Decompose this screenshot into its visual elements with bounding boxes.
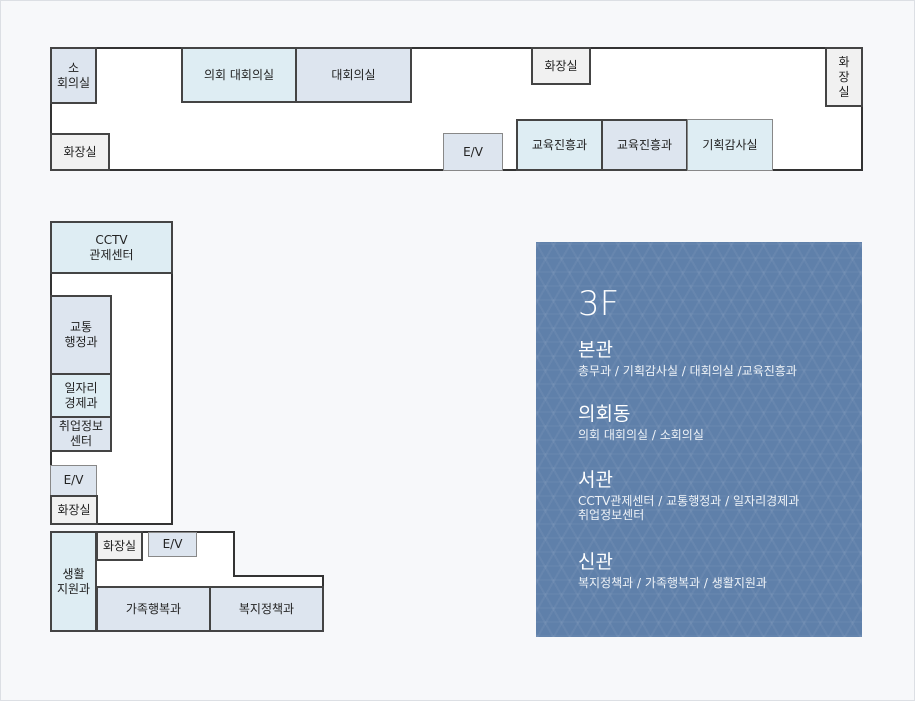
room-employment[interactable]: 취업정보 센터 xyxy=(50,416,112,452)
legend-desc: 총무과 / 기획감사실 / 대회의실 /교육진흥과 xyxy=(578,364,797,378)
room-education-2[interactable]: 교육진흥과 xyxy=(601,119,688,171)
room-elevator[interactable]: E/V xyxy=(148,532,197,557)
legend-section: 신관 복지정책과 / 가족행복과 / 생활지원과 xyxy=(578,550,767,590)
room-toilet[interactable]: 화장실 xyxy=(50,133,110,171)
room-small-conference[interactable]: 소 회의실 xyxy=(50,47,97,104)
room-toilet[interactable]: 화장실 xyxy=(96,531,143,561)
room-elevator[interactable]: E/V xyxy=(443,133,503,171)
legend-desc: CCTV관제센터 / 교통행정과 / 일자리경제과 취업정보센터 xyxy=(578,494,800,522)
legend-title: 본관 xyxy=(578,339,613,361)
legend-section: 의회동 의회 대회의실 / 소회의실 xyxy=(578,402,704,442)
floor-label: 3F xyxy=(578,284,620,324)
room-welfare[interactable]: 복지정책과 xyxy=(209,586,324,632)
room-toilet[interactable]: 화 장 실 xyxy=(825,47,863,107)
room-cctv[interactable]: CCTV 관제센터 xyxy=(50,221,173,274)
legend-desc: 의회 대회의실 / 소회의실 xyxy=(578,428,704,442)
legend-title: 서관 xyxy=(578,469,613,491)
room-audit[interactable]: 기획감사실 xyxy=(687,119,773,171)
room-family[interactable]: 가족행복과 xyxy=(96,586,211,632)
legend-title: 신관 xyxy=(578,551,613,573)
room-main-conference[interactable]: 대회의실 xyxy=(295,47,412,103)
legend-title: 의회동 xyxy=(578,403,631,425)
room-toilet[interactable]: 화장실 xyxy=(50,495,98,525)
room-life-support[interactable]: 생활 지원과 xyxy=(50,531,97,632)
legend-section: 본관 총무과 / 기획감사실 / 대회의실 /교육진흥과 xyxy=(578,338,797,378)
room-education-1[interactable]: 교육진흥과 xyxy=(516,119,603,171)
legend-section: 서관 CCTV관제센터 / 교통행정과 / 일자리경제과 취업정보센터 xyxy=(578,468,799,522)
room-toilet[interactable]: 화장실 xyxy=(531,47,591,85)
room-council-conference[interactable]: 의회 대회의실 xyxy=(181,47,297,103)
floor-legend-panel: 3F 본관 총무과 / 기획감사실 / 대회의실 /교육진흥과 의회동 의회 대… xyxy=(536,242,862,637)
room-traffic[interactable]: 교통 행정과 xyxy=(50,295,112,375)
legend-desc: 복지정책과 / 가족행복과 / 생활지원과 xyxy=(578,576,767,590)
